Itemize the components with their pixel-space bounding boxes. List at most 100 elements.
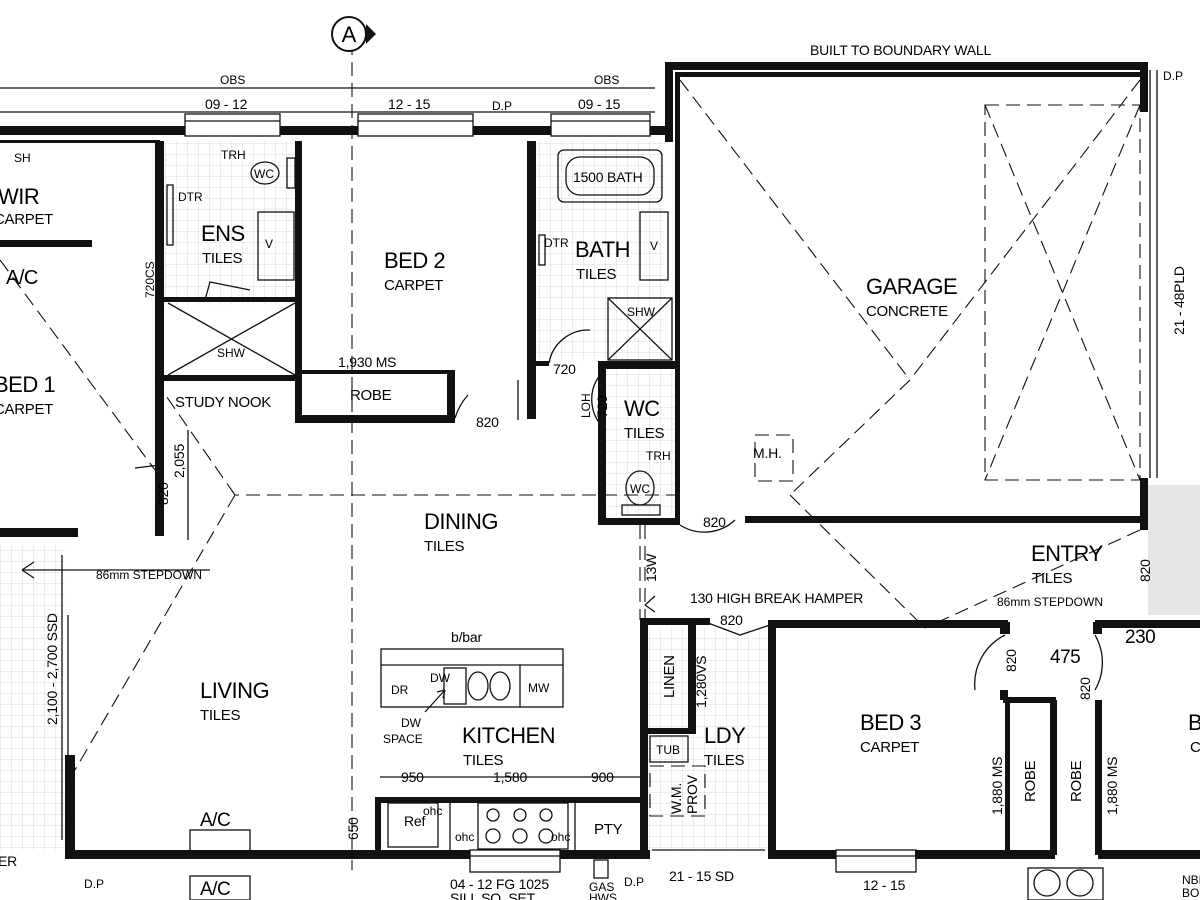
entry-finish: TILES	[1032, 570, 1072, 587]
dw-arrow	[424, 689, 446, 713]
ens-finish: TILES	[202, 250, 242, 267]
window-w2: 12 - 15	[388, 96, 431, 112]
labels: BUILT TO BOUNDARY WALL OBS OBS 09 - 12 1…	[0, 42, 1200, 900]
ohc-1-label: ohc	[423, 804, 442, 818]
dim-720-bath: 720	[553, 361, 576, 377]
downpipe-bottom-mid: D.P	[624, 875, 644, 889]
entry-label: ENTRY	[1031, 541, 1103, 566]
robe-b-label: ROBE	[1068, 760, 1085, 802]
garage-finish: CONCRETE	[866, 303, 948, 320]
bath-shower-label: SHW	[627, 305, 656, 319]
gas-label: GAS	[589, 880, 614, 894]
linen-label: LINEN	[661, 655, 678, 698]
wm-label-1: W.M.	[668, 783, 684, 814]
window-bottom-bed3: 12 - 15	[863, 877, 906, 893]
manhole-label: M.H.	[753, 445, 782, 461]
window-w1: 09 - 12	[205, 96, 248, 112]
bed2-robe-label: ROBE	[350, 387, 392, 404]
window-obs-left: OBS	[220, 73, 245, 87]
bed4-partial-label: B	[1188, 710, 1200, 735]
shelf-label: SH	[14, 151, 31, 165]
dim-650: 650	[345, 817, 361, 840]
ac-bottom-label: A/C	[200, 810, 230, 831]
dim-720-wc: 720	[594, 395, 610, 418]
hamper-arrow	[644, 595, 656, 613]
stepdown-arrow	[21, 561, 210, 579]
kitchen-finish: TILES	[463, 752, 503, 769]
dim-1880-a: 1,880 MS	[989, 757, 1005, 815]
bath-vanity-label: V	[650, 239, 658, 253]
dim-13w: 13W	[643, 553, 659, 582]
entry-porch-hatch	[1148, 485, 1200, 615]
wc-finish: TILES	[624, 425, 664, 442]
bed4-partial-finish: C	[1190, 739, 1200, 756]
wm-label-2: PROV	[684, 774, 700, 814]
bath-finish: TILES	[576, 266, 616, 283]
dim-1880-b: 1,880 MS	[1104, 757, 1120, 815]
bed2-finish: CARPET	[384, 277, 443, 294]
dim-820-bed1: 820	[155, 482, 171, 505]
ens-trh-label: TRH	[221, 148, 246, 162]
tiled-floor-areas	[0, 141, 1200, 850]
study-nook-label: STUDY NOOK	[175, 394, 271, 411]
ens-vanity-label: V	[265, 237, 273, 251]
dim-230: 230	[1125, 627, 1155, 648]
living-stepdown-label: 86mm STEPDOWN	[96, 568, 202, 582]
tub-label: TUB	[656, 743, 680, 757]
loh-label: LOH	[579, 393, 593, 418]
microwave-label: MW	[528, 681, 550, 695]
ac-top-label: A/C	[6, 267, 38, 289]
dim-820-bed3: 820	[1003, 649, 1019, 672]
bath-label: BATH	[575, 237, 630, 262]
living-finish: TILES	[200, 707, 240, 724]
living-label: LIVING	[200, 678, 269, 703]
downpipe-bottom-left: D.P	[84, 877, 104, 891]
ohc-3-label: ohc	[551, 830, 570, 844]
nbn-label-2: BOX	[1182, 886, 1200, 900]
bed3-label: BED 3	[860, 710, 921, 735]
bed3-finish: CARPET	[860, 739, 919, 756]
bath-tub-label: 1500 BATH	[573, 169, 643, 185]
laundry-tiles	[645, 628, 770, 850]
walls	[0, 62, 1200, 859]
dim-820-entry: 820	[1137, 559, 1153, 582]
grid-marker-label: A	[342, 22, 357, 47]
wc-label: WC	[624, 396, 660, 421]
dashed-roof-lines	[0, 20, 1141, 870]
grid-marker-a: A	[331, 16, 376, 52]
wc-trh-label: TRH	[646, 449, 671, 463]
boundary-note: BUILT TO BOUNDARY WALL	[810, 42, 991, 58]
wir-finish: CARPET	[0, 211, 53, 228]
dining-label: DINING	[424, 509, 498, 534]
fixtures-and-openings	[0, 70, 1158, 900]
outside-tiles	[0, 545, 65, 850]
drawers-label: DR	[391, 683, 409, 697]
window-bottom-sd: 21 - 15 SD	[669, 868, 734, 884]
ens-dtr-label: DTR	[178, 190, 203, 204]
ens-wc-label: WC	[254, 167, 274, 181]
wir-label: WIR	[0, 184, 39, 209]
er-partial-label: ER	[0, 853, 17, 869]
bed1-label: BED 1	[0, 372, 55, 397]
dim-820-bed4: 820	[1077, 677, 1093, 700]
laundry-label: LDY	[704, 723, 746, 748]
dw-space-line1: DW	[401, 716, 422, 730]
dim-2055: 2,055	[171, 444, 187, 478]
dining-finish: TILES	[424, 538, 464, 555]
downpipe-top: D.P	[492, 99, 512, 113]
ensuite-tiles	[165, 141, 297, 305]
dim-820-bed2: 820	[476, 414, 499, 430]
kitchen-label: KITCHEN	[462, 723, 555, 748]
wc-pan-label: WC	[630, 482, 650, 496]
ohc-2-label: ohc	[455, 830, 474, 844]
fridge-label: Ref	[404, 813, 425, 829]
window-bottom-fg: 04 - 12 FG 1025	[450, 876, 549, 892]
breakfast-bar-label: b/bar	[451, 629, 482, 645]
dim-720cs: 720CS	[143, 261, 157, 298]
hws-label: HWS	[589, 891, 617, 900]
laundry-finish: TILES	[704, 752, 744, 769]
window-w3: 09 - 15	[578, 96, 621, 112]
dw-space-line2: SPACE	[383, 732, 423, 746]
dishwasher-label: DW	[430, 671, 451, 685]
